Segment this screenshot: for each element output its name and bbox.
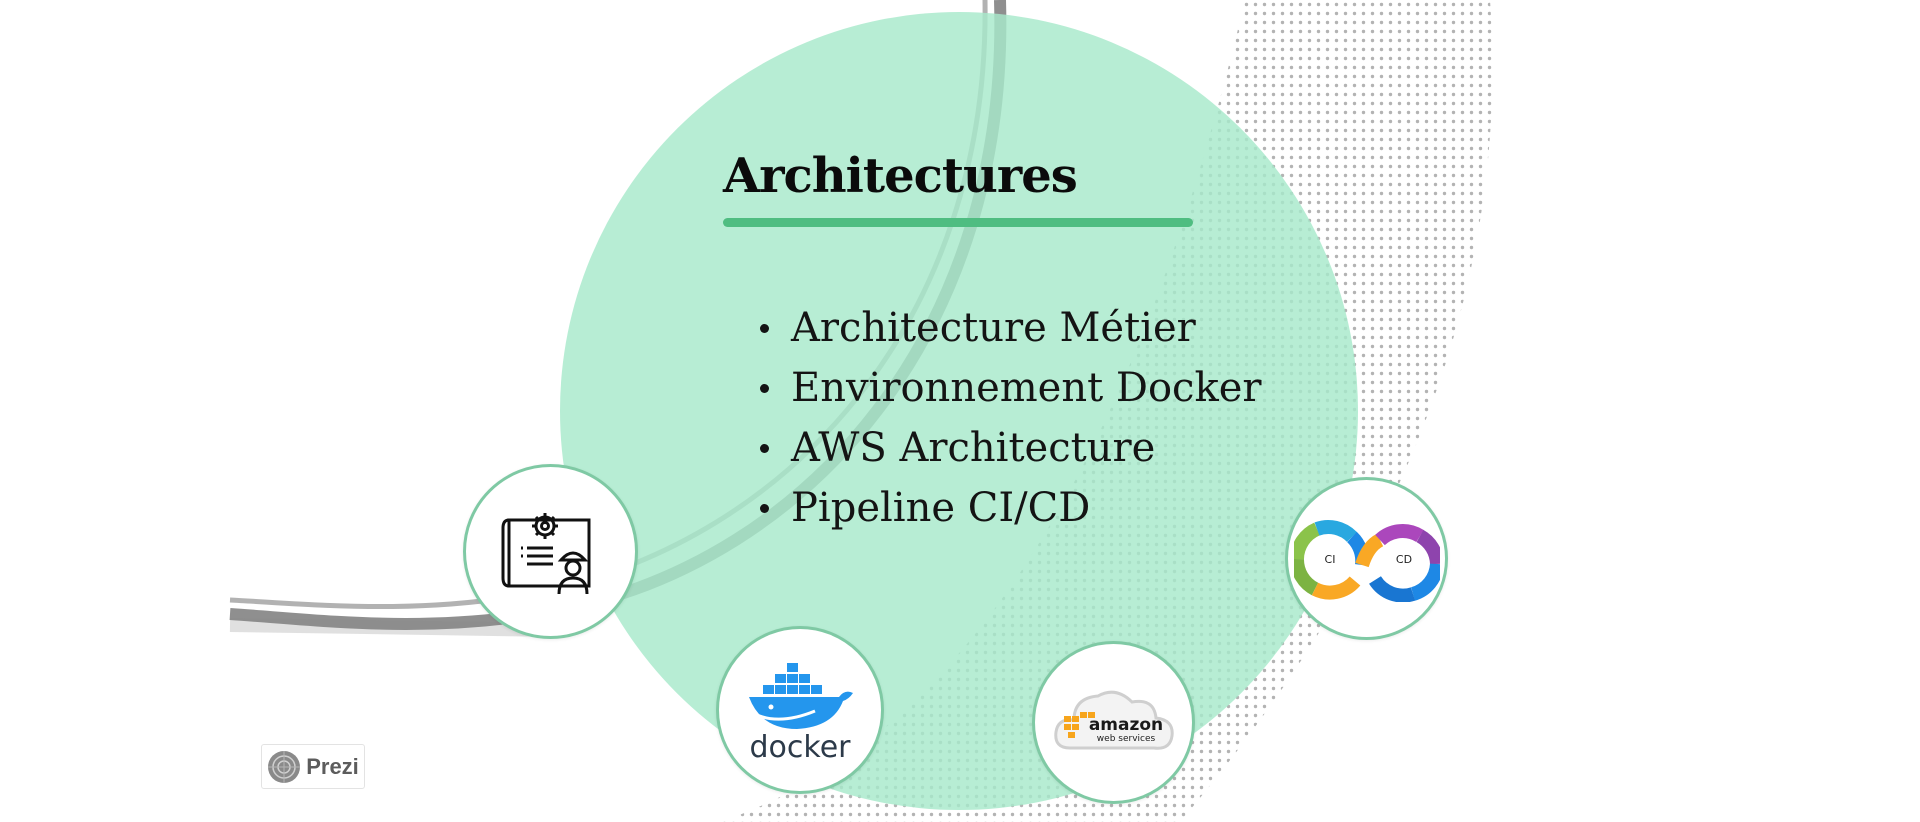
cicd-icon-circle: CI CD [1285, 477, 1448, 640]
bullet-text: Environnement Docker [791, 365, 1262, 411]
slide-title: Architectures [723, 148, 1078, 204]
prezi-badge[interactable]: Prezi [261, 744, 365, 789]
accent-circle [560, 12, 1358, 810]
docker-icon-circle: docker [716, 626, 884, 794]
title-underline [723, 218, 1193, 227]
aws-wordmark-amazon: amazon [1088, 715, 1162, 735]
amazon-web-services-logo-icon: amazon web services [1053, 690, 1174, 750]
cd-label: CD [1395, 553, 1411, 566]
docker-wordmark: docker [750, 730, 852, 765]
ci-label: CI [1324, 553, 1335, 566]
bullet-text: Architecture Métier [791, 305, 1196, 351]
bullet-item: Architecture Métier [760, 298, 1262, 358]
engineer-icon-circle [463, 464, 638, 639]
bullet-dot [760, 503, 769, 513]
prezi-label: Prezi [306, 753, 359, 779]
bullet-item: AWS Architecture [760, 418, 1262, 478]
prezi-logo-icon [268, 750, 301, 783]
bullet-item: Environnement Docker [760, 358, 1262, 418]
bullet-dot [760, 443, 769, 453]
bullet-text: Pipeline CI/CD [791, 485, 1091, 531]
aws-wordmark-services: web services [1096, 734, 1155, 744]
bullet-dot [760, 383, 769, 393]
docker-logo-icon: docker [749, 663, 853, 765]
bullet-dot [760, 323, 769, 333]
bullet-list: Architecture Métier Environnement Docker… [760, 298, 1262, 538]
aws-icon-circle: amazon web services [1032, 641, 1195, 804]
bullet-item: Pipeline CI/CD [760, 478, 1262, 538]
bullet-text: AWS Architecture [791, 425, 1156, 471]
ci-cd-pipeline-icon: CI CD [1293, 519, 1440, 602]
engineer-blueprint-icon [501, 512, 590, 594]
